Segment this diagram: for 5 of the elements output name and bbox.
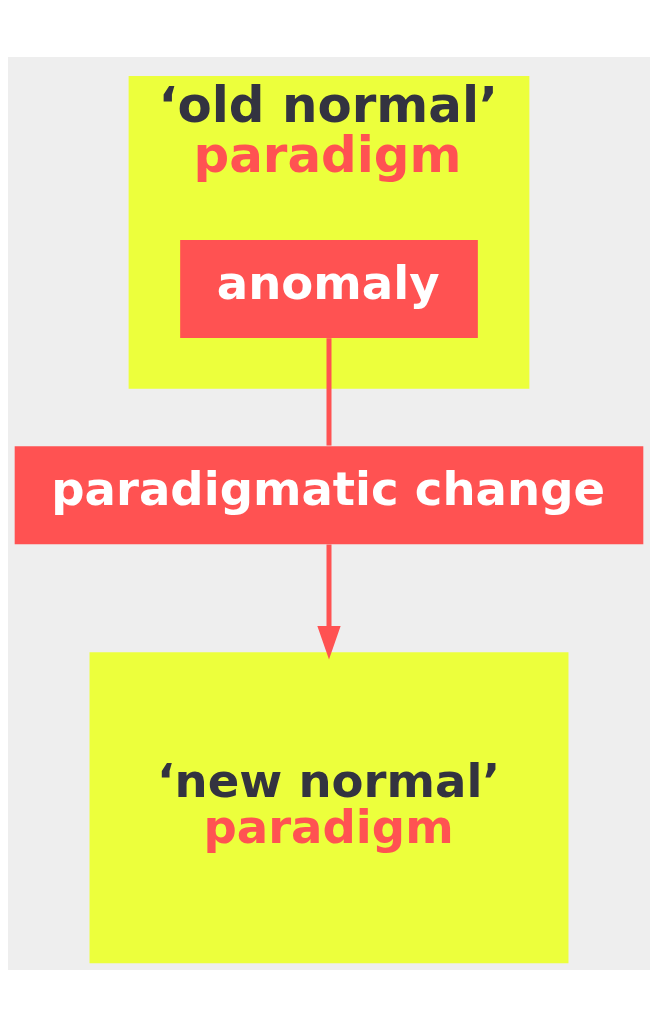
node-box: paradigmatic change [14, 446, 644, 545]
connector [326, 338, 332, 446]
arrow [317, 544, 341, 660]
node-box: anomaly [180, 239, 478, 339]
node-box: ‘new normal’ paradigm [89, 652, 569, 964]
